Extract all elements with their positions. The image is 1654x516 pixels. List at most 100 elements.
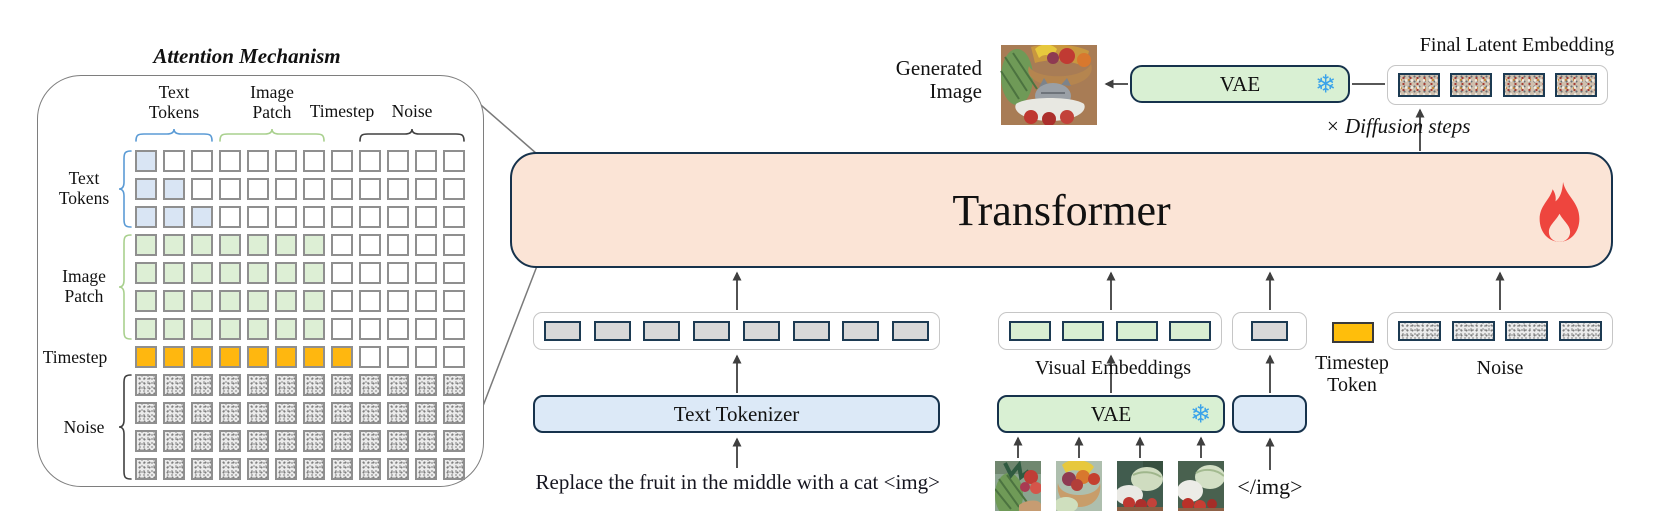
attention-cell (359, 458, 381, 480)
attention-cell (359, 290, 381, 312)
attention-cell (331, 374, 353, 396)
snowflake-icon: ❄ (1190, 399, 1211, 429)
text-embedding-token (544, 321, 581, 341)
latent-token (1450, 73, 1493, 97)
diffusion-steps-label: × Diffusion steps (1325, 114, 1471, 138)
attention-cell (163, 206, 185, 228)
attention-cell (415, 430, 437, 452)
col-label-text-tokens: Text Tokens (148, 82, 200, 122)
attention-cell (415, 234, 437, 256)
attention-cell (275, 374, 297, 396)
img-close-tag: </img> (1237, 474, 1303, 499)
attention-cell (219, 430, 241, 452)
attention-cell (387, 458, 409, 480)
visual-embedding-token (1168, 321, 1211, 341)
attention-cell (135, 206, 157, 228)
attention-cell (247, 206, 269, 228)
transformer-box: Transformer (510, 152, 1613, 268)
brace-row-text (118, 150, 132, 228)
attention-cell (443, 150, 465, 172)
attention-cell (191, 458, 213, 480)
attention-cell (387, 206, 409, 228)
attention-cell (219, 458, 241, 480)
row-label-noise: Noise (63, 417, 105, 437)
attention-cell (303, 234, 325, 256)
text-embedding-token (792, 321, 830, 341)
brace-row-image (118, 234, 132, 340)
input-image-2 (1056, 461, 1102, 511)
attention-cell (359, 430, 381, 452)
latent-token (1502, 73, 1545, 97)
attention-cell (359, 206, 381, 228)
attention-cell (331, 150, 353, 172)
text-embedding-token (693, 321, 731, 341)
attention-cell (303, 430, 325, 452)
attention-cell (331, 430, 353, 452)
col-label-image-patch: Image Patch (250, 82, 294, 122)
attention-cell (275, 150, 297, 172)
row-label-timestep: Timestep (42, 347, 108, 367)
attention-cell (247, 318, 269, 340)
attention-cell (331, 402, 353, 424)
img-end-embedding-token (1251, 321, 1288, 341)
attention-cell (443, 178, 465, 200)
attention-cell (331, 318, 353, 340)
attention-cell (135, 430, 157, 452)
attention-cell (443, 346, 465, 368)
brace-col-noise (359, 128, 465, 142)
brace-col-text (135, 128, 213, 142)
attention-cell (387, 290, 409, 312)
attention-cell (331, 346, 353, 368)
attention-cell (247, 458, 269, 480)
row-label-image-patch: Image Patch (62, 266, 106, 306)
attention-cell (359, 374, 381, 396)
text-embedding-token (643, 321, 681, 341)
attention-cell (303, 346, 325, 368)
attention-cell (387, 346, 409, 368)
attention-cell (247, 290, 269, 312)
attention-cell (303, 374, 325, 396)
transformer-label: Transformer (952, 185, 1171, 235)
attention-cell (303, 318, 325, 340)
attention-cell (219, 234, 241, 256)
text-embedding-token (742, 321, 780, 341)
generated-image-label: Generated Image (895, 56, 982, 103)
attention-cell (359, 402, 381, 424)
attention-cell (191, 346, 213, 368)
attention-cell (303, 262, 325, 284)
input-image-4 (1178, 461, 1224, 511)
attention-cell (303, 206, 325, 228)
attention-cell (275, 458, 297, 480)
attention-cell (191, 178, 213, 200)
attention-cell (387, 402, 409, 424)
attention-cell (275, 206, 297, 228)
generated-image (1000, 45, 1098, 125)
attention-cell (135, 290, 157, 312)
timestep-token-chip (1332, 322, 1374, 343)
attention-cell (247, 262, 269, 284)
attention-cell (387, 374, 409, 396)
attention-cell (163, 458, 185, 480)
attention-cell (415, 290, 437, 312)
img-end-encoder-box (1232, 395, 1307, 433)
attention-cell (135, 234, 157, 256)
attention-cell (415, 374, 437, 396)
attention-cell (387, 430, 409, 452)
attention-cell (443, 402, 465, 424)
col-label-noise: Noise (391, 101, 433, 121)
col-label-timestep: Timestep (309, 101, 375, 121)
text-tokenizer-label: Text Tokenizer (673, 401, 800, 426)
vae-encoder-label: VAE (1090, 401, 1132, 426)
attention-cell (387, 150, 409, 172)
vae-encoder-box: VAE ❄ (997, 395, 1225, 433)
final-latent-label: Final Latent Embedding (1419, 34, 1615, 56)
attention-cell (443, 262, 465, 284)
visual-embeddings-label: Visual Embeddings (1034, 357, 1191, 379)
attention-cell (219, 374, 241, 396)
attention-cell (247, 346, 269, 368)
attention-cell (163, 262, 185, 284)
latent-token (1398, 73, 1440, 97)
attention-cell (135, 150, 157, 172)
brace-col-image (219, 128, 325, 142)
attention-cell (415, 178, 437, 200)
